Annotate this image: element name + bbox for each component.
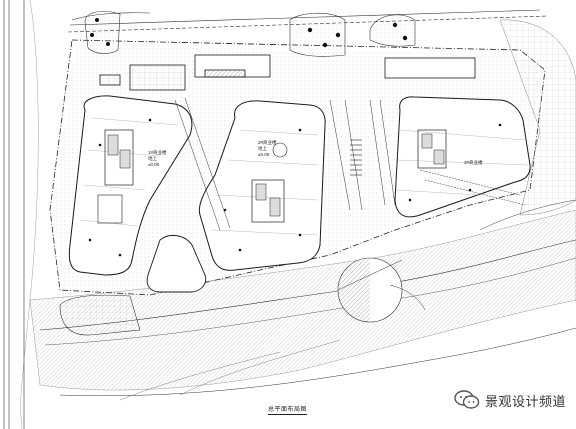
circular-plaza — [337, 257, 426, 323]
watermark: 景观设计频道 — [454, 390, 566, 410]
southwest-terrace — [59, 294, 141, 336]
building-a-note: 地上 — [148, 156, 157, 161]
building-b-level: ±0.00 — [258, 152, 270, 157]
north-planters — [84, 11, 416, 57]
west-road — [3, 0, 39, 429]
building-b — [198, 100, 326, 271]
wechat-logo-icon — [454, 390, 480, 409]
drawing-title: 总平面布局图 — [268, 404, 308, 415]
crosswalks — [350, 139, 362, 176]
building-a — [68, 95, 193, 276]
building-c-name: 3#商业楼 — [464, 160, 483, 165]
east-waterfront — [499, 19, 576, 216]
north-ancillary-buildings — [99, 54, 476, 91]
building-b-name: 2#商业楼 — [258, 140, 277, 145]
building-b-note: 地上 — [258, 146, 267, 151]
building-c — [394, 96, 531, 218]
watermark-text: 景观设计频道 — [485, 393, 567, 409]
round-pavilion — [146, 234, 207, 293]
building-a-level: ±0.00 — [148, 162, 160, 167]
building-a-name: 1#商业楼 — [148, 150, 167, 155]
south-landscape — [29, 209, 576, 401]
